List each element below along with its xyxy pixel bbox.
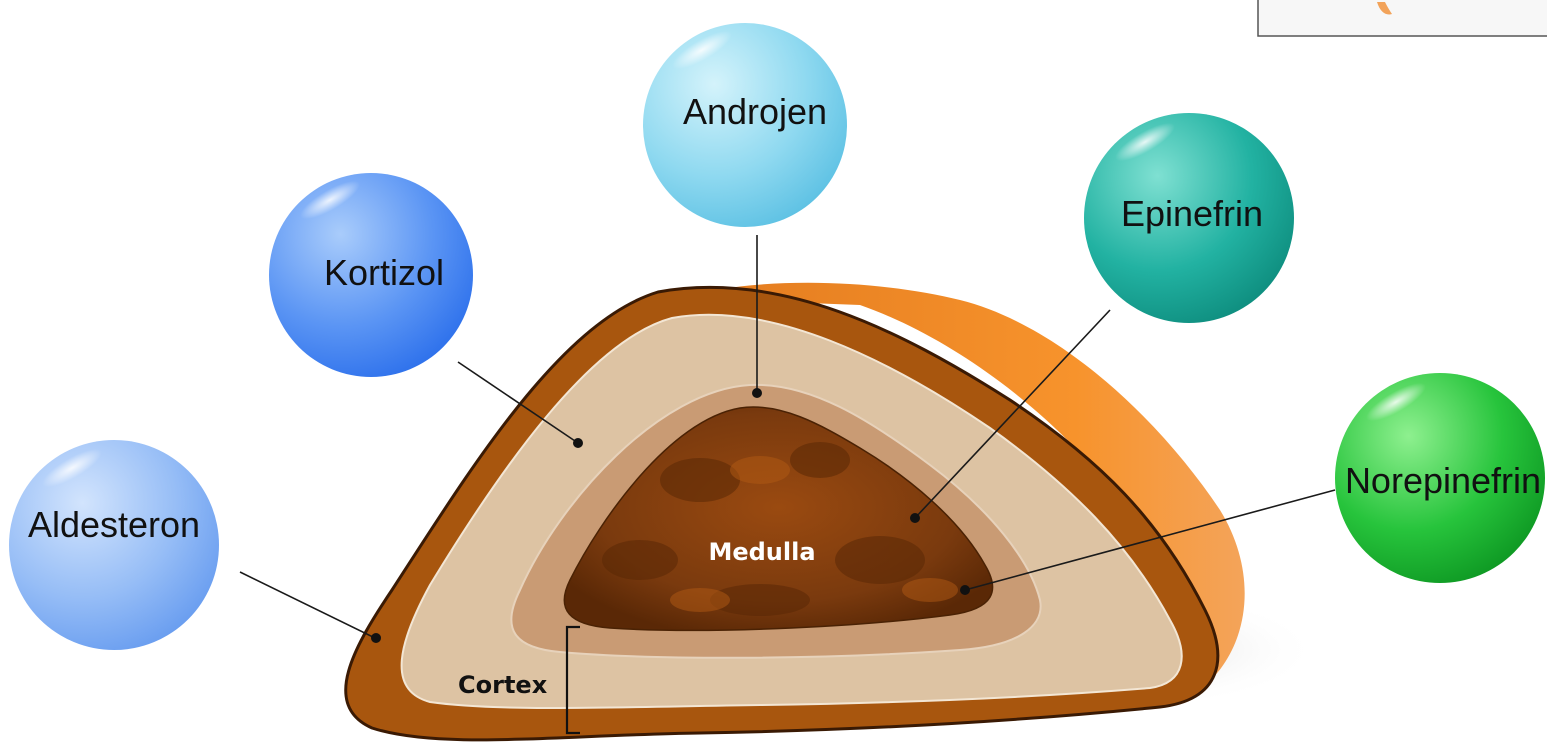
bubble-androjen: Androjen	[643, 23, 847, 227]
inset-thumbnail	[1258, 0, 1547, 36]
pin-kortizol	[573, 438, 583, 448]
pin-aldesteron	[371, 633, 381, 643]
aldesteron-label: Aldesteron	[28, 504, 200, 545]
bubble-epinefrin: Epinefrin	[1084, 113, 1294, 323]
pin-androjen	[752, 388, 762, 398]
cortex-label: Cortex	[458, 671, 548, 699]
leader-aldesteron	[240, 572, 375, 638]
pin-epinefrin	[910, 513, 920, 523]
kortizol-label: Kortizol	[324, 252, 444, 293]
bubble-norepinefrin: Norepinefrin	[1335, 373, 1545, 583]
bubble-kortizol: Kortizol	[269, 173, 473, 377]
pin-norepinefrin	[960, 585, 970, 595]
bubble-aldesteron: Aldesteron	[9, 440, 219, 650]
medulla-label: Medulla	[708, 538, 815, 566]
norepinefrin-label: Norepinefrin	[1345, 460, 1541, 501]
androjen-label: Androjen	[683, 91, 827, 132]
epinefrin-label: Epinefrin	[1121, 193, 1263, 234]
